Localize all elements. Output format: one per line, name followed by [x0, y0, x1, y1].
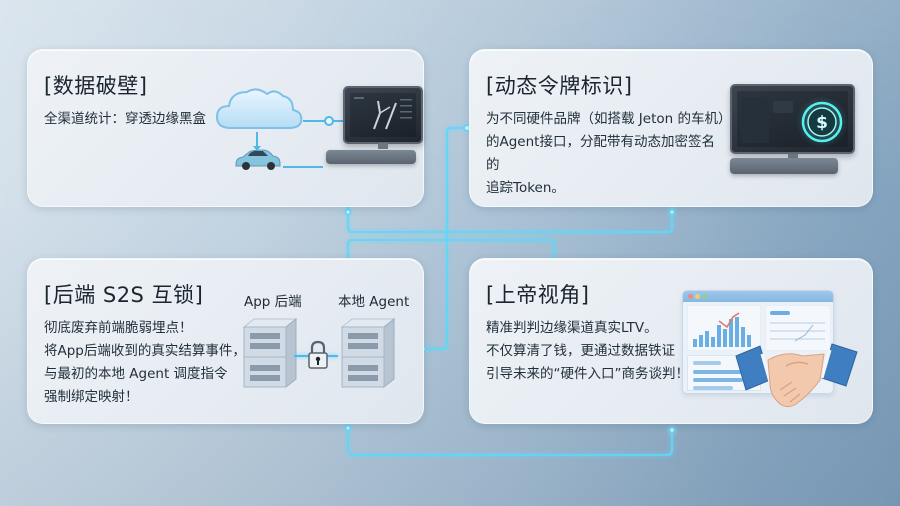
card-dynamic-token: [动态令牌标识] 为不同硬件品牌（如搭载 Jeton 的车机） 的Agent接口…: [469, 49, 873, 207]
monitor-stand: [788, 154, 798, 159]
link-line: [303, 120, 343, 122]
body-line: 为不同硬件品牌（如搭载 Jeton 的车机）: [486, 111, 732, 127]
window-titlebar: [683, 291, 833, 302]
window-dot: [688, 294, 693, 299]
bar-chart-icon: [687, 305, 761, 351]
card-god-view: [上帝视角] 精准判判边缘渠道真实LTV。 不仅算清了钱，更通过数据铁证 引导未…: [469, 258, 873, 424]
card-body: 精准判判边缘渠道真实LTV。 不仅算清了钱，更通过数据铁证 引导未来的“硬件入口…: [486, 317, 689, 386]
arrowhead-icon: [253, 146, 261, 151]
server-icon: [340, 317, 396, 389]
app-backend-label: App 后端: [244, 294, 302, 310]
server-icon: [242, 317, 298, 389]
card-data-breakthrough: [数据破壁] 全渠道统计：穿透边缘黑盒: [27, 49, 424, 207]
card-title: [上帝视角]: [486, 283, 590, 307]
card-title: [动态令牌标识]: [486, 74, 633, 98]
car-icon: [235, 149, 281, 170]
body-line: 全渠道统计：穿透边缘黑盒: [44, 111, 206, 127]
body-line: 彻底废弃前端脆弱埋点！: [44, 320, 193, 336]
handshake-icon: [735, 343, 858, 408]
body-line: 将App后端收到的真实结算事件，: [44, 343, 246, 359]
window-dot: [695, 294, 700, 299]
keyboard-icon: [326, 150, 416, 164]
line-chart-icon: [765, 305, 831, 351]
body-line: 追踪Token。: [486, 180, 565, 196]
body-line: 与最初的本地 Agent 调度指令: [44, 366, 228, 382]
svg-text:$: $: [816, 113, 828, 133]
monitor-icon: [343, 86, 423, 144]
card-title: [数据破壁]: [44, 74, 148, 98]
node-icon: [324, 116, 334, 126]
card-s2s-lock: [后端 S2S 互锁] 彻底废弃前端脆弱埋点！ 将App后端收到的真实结算事件，…: [27, 258, 424, 424]
body-line: 强制绑定映射！: [44, 389, 139, 405]
card-title: [后端 S2S 互锁]: [44, 283, 204, 307]
cloud-icon: [215, 88, 303, 129]
dollar-token-icon: $: [796, 96, 848, 148]
cloud-car-illustration: [213, 80, 423, 200]
card-body: 为不同硬件品牌（如搭载 Jeton 的车机） 的Agent接口，分配带有动态加密…: [486, 108, 732, 200]
window-dot: [702, 294, 707, 299]
body-line: 不仅算清了钱，更通过数据铁证: [486, 343, 675, 359]
monitor-icon: $: [730, 84, 855, 154]
monitor-stand: [378, 143, 388, 149]
link-line: [283, 166, 323, 168]
body-line: 精准判判边缘渠道真实LTV。: [486, 320, 658, 336]
dashboard-handshake-illustration: [682, 290, 858, 410]
keyboard-icon: [730, 158, 838, 174]
local-agent-label: 本地 Agent: [338, 294, 410, 310]
card-body: 彻底废弃前端脆弱埋点！ 将App后端收到的真实结算事件， 与最初的本地 Agen…: [44, 317, 246, 409]
token-monitor-illustration: $: [720, 78, 860, 183]
body-line: 引导未来的“硬件入口”商务谈判！: [486, 366, 689, 382]
arrow-down-icon: [256, 132, 258, 150]
card-body: 全渠道统计：穿透边缘黑盒: [44, 108, 206, 131]
dashboard-icon: [682, 290, 834, 394]
sidebar-panel: [741, 97, 769, 143]
lock-icon: [308, 340, 328, 369]
chart-graphic-icon: [354, 97, 412, 130]
panel: [773, 101, 793, 113]
body-line: 的Agent接口，分配带有动态加密签名的: [486, 134, 715, 173]
